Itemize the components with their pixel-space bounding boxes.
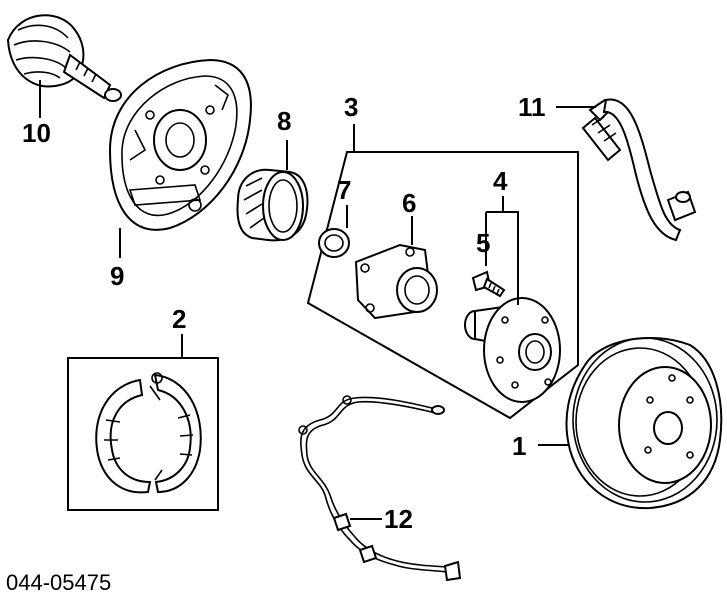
callout-11: 11 — [518, 92, 546, 122]
part-9-backing-plate[interactable] — [108, 58, 252, 231]
callout-9: 9 — [110, 261, 124, 291]
part-7-oil-seal[interactable] — [318, 228, 350, 258]
callout-12: 12 — [384, 504, 413, 534]
catalog-code: 044-05475 — [6, 570, 111, 595]
part-6-hub-bearing[interactable] — [354, 243, 438, 320]
part-5-hub-bolt[interactable] — [471, 270, 506, 298]
part-8-bearing-ring[interactable] — [236, 168, 309, 242]
callout-2: 2 — [172, 304, 186, 334]
part-12-abs-sensor-wire[interactable] — [298, 395, 462, 582]
part-1-brake-drum[interactable] — [565, 336, 723, 510]
callout-10: 10 — [22, 118, 51, 148]
callout-3: 3 — [344, 92, 358, 122]
part-11-brake-hose[interactable] — [581, 98, 697, 242]
callout-8: 8 — [277, 106, 291, 136]
group-2-brake-shoe-box — [67, 357, 219, 511]
part-4-axle-hub[interactable] — [464, 297, 561, 403]
part-2-brake-shoes[interactable] — [95, 372, 202, 494]
part-10-cv-axle[interactable] — [6, 14, 122, 102]
callout-7: 7 — [337, 175, 351, 205]
callout-5: 5 — [476, 228, 490, 258]
callout-6: 6 — [402, 188, 416, 218]
callout-1: 1 — [512, 431, 526, 461]
callout-4: 4 — [493, 166, 508, 196]
